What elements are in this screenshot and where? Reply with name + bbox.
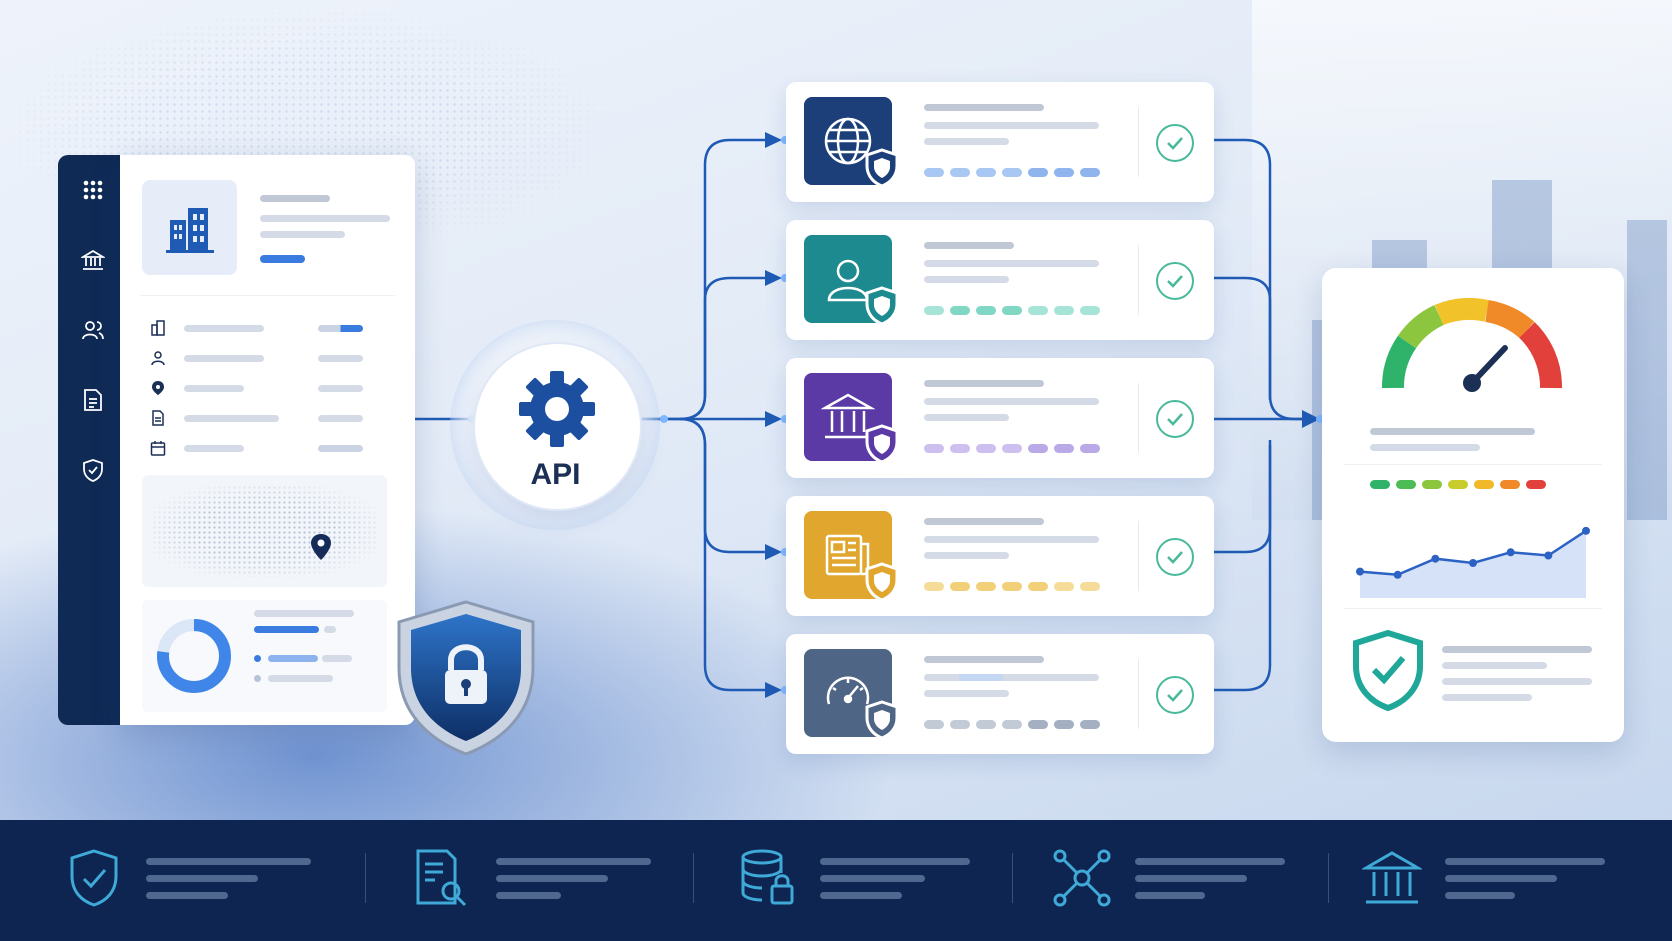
lock-shield-icon — [393, 598, 539, 758]
document-search-icon — [413, 848, 473, 908]
shield-check-icon — [1350, 628, 1426, 712]
risk-gauge-icon — [1382, 298, 1562, 392]
trend-point — [1469, 559, 1477, 567]
shield-check-icon — [68, 848, 120, 908]
trend-point — [1431, 554, 1440, 563]
service-card-identity[interactable] — [786, 220, 1214, 340]
check-icon — [1156, 538, 1194, 576]
trend-point — [1582, 526, 1590, 535]
text-placeholder — [260, 215, 390, 222]
bank-icon[interactable] — [78, 245, 108, 275]
status-dots — [924, 306, 1100, 315]
shield-icon — [864, 286, 900, 326]
users-icon[interactable] — [78, 315, 108, 345]
detail-value — [318, 325, 363, 332]
status-dots — [924, 168, 1100, 177]
text-placeholder — [260, 231, 345, 238]
score-segment — [1396, 480, 1416, 489]
shield-icon — [864, 700, 900, 740]
detail-row — [184, 415, 279, 422]
entity-profile-panel — [120, 155, 415, 725]
shield-icon — [864, 562, 900, 602]
detail-row — [184, 325, 264, 332]
service-card-risk[interactable] — [786, 634, 1214, 754]
document-icon[interactable] — [78, 385, 108, 415]
score-segment — [1422, 480, 1442, 489]
location-map[interactable] — [142, 475, 387, 587]
detail-row — [184, 355, 264, 362]
calendar-icon — [150, 440, 166, 456]
status-dots — [924, 720, 1100, 729]
service-card-media[interactable] — [786, 496, 1214, 616]
detail-row — [184, 445, 244, 452]
document-icon — [150, 410, 166, 426]
score-segment — [1500, 480, 1520, 489]
status-dots — [924, 444, 1100, 453]
bank-icon — [1362, 848, 1422, 908]
apps-grid-icon[interactable] — [78, 175, 108, 205]
database-lock-icon — [738, 848, 798, 908]
trend-chart — [1356, 526, 1590, 598]
api-hub-label: API — [530, 458, 581, 491]
score-segment — [1448, 480, 1468, 489]
stats-card — [142, 600, 387, 712]
trend-point — [1506, 548, 1515, 557]
shield-icon — [864, 148, 900, 188]
risk-score-scale — [1370, 480, 1546, 489]
trend-point — [1393, 570, 1402, 579]
link-placeholder[interactable] — [260, 255, 305, 263]
detail-row — [184, 385, 244, 392]
score-segment — [1526, 480, 1546, 489]
detail-value — [318, 385, 363, 392]
service-card-global[interactable] — [786, 82, 1214, 202]
donut-chart — [157, 619, 231, 693]
detail-value — [318, 445, 363, 452]
service-card-banking[interactable] — [786, 358, 1214, 478]
check-icon — [1156, 124, 1194, 162]
gear-icon — [518, 370, 596, 448]
shield-check-icon[interactable] — [78, 455, 108, 485]
location-pin-icon — [150, 380, 166, 396]
score-segment — [1370, 480, 1390, 489]
score-segment — [1474, 480, 1494, 489]
text-placeholder — [260, 195, 330, 202]
check-icon — [1156, 400, 1194, 438]
shield-icon — [864, 424, 900, 464]
app-sidebar — [58, 155, 128, 725]
trend-point — [1544, 551, 1553, 560]
status-dots — [924, 582, 1100, 591]
building-icon — [142, 180, 237, 275]
check-icon — [1156, 676, 1194, 714]
location-pin-icon — [310, 533, 332, 561]
person-icon — [150, 350, 166, 366]
building-icon — [150, 320, 166, 336]
detail-value — [318, 355, 363, 362]
risk-result-panel — [1322, 268, 1624, 742]
detail-value — [318, 415, 363, 422]
trend-point — [1356, 567, 1364, 576]
check-icon — [1156, 262, 1194, 300]
network-icon — [1052, 848, 1112, 908]
